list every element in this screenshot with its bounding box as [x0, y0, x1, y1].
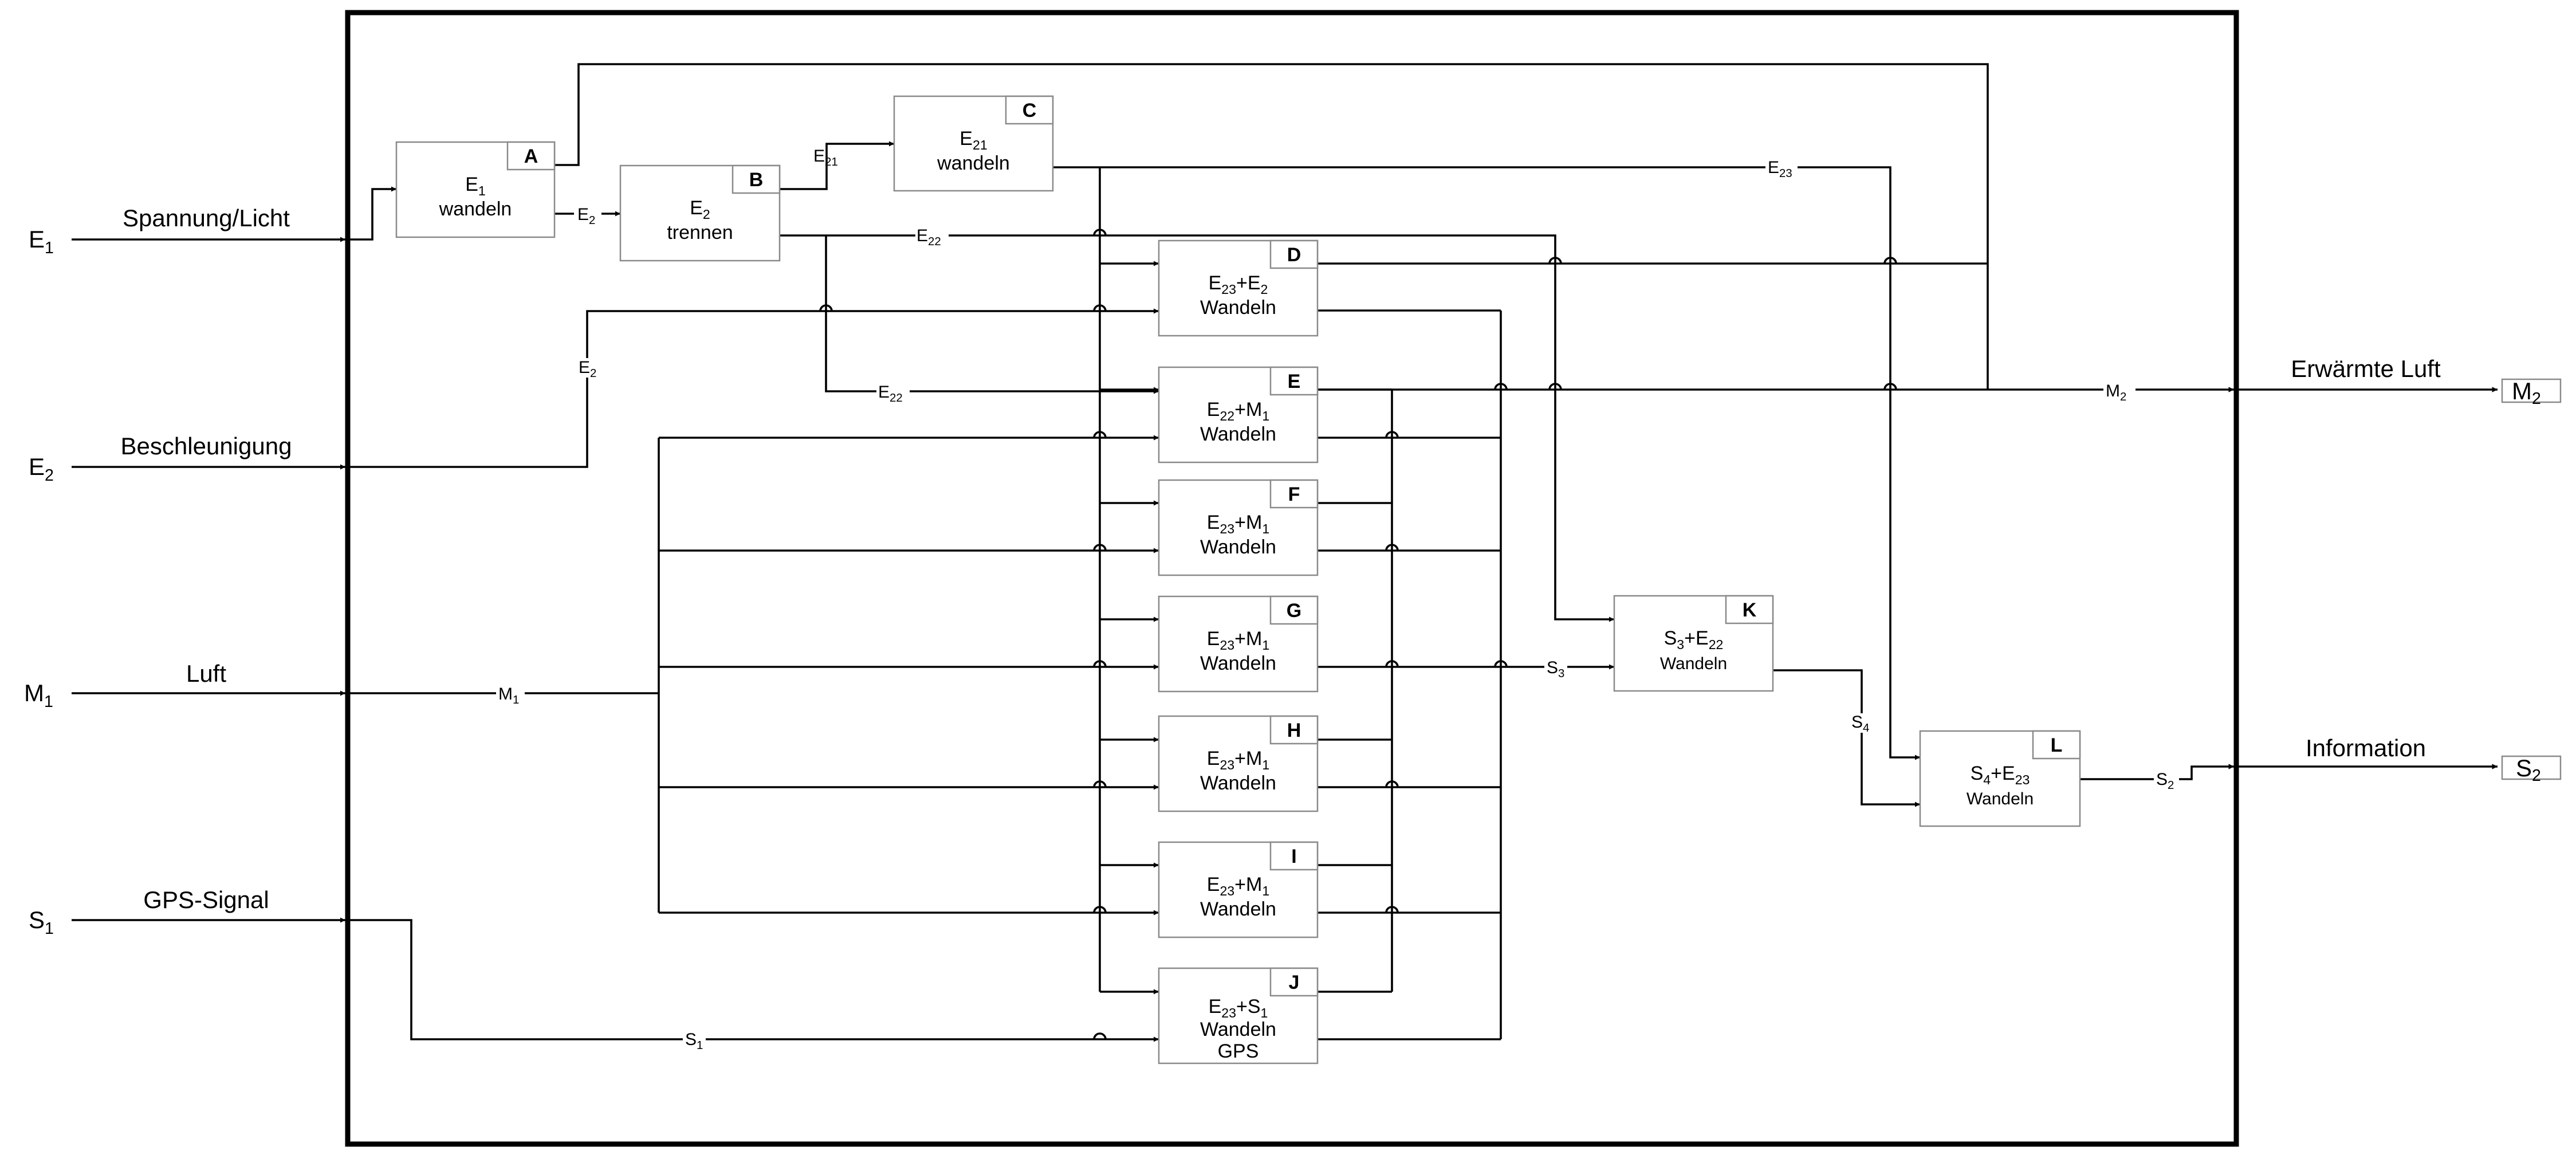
block-tag-box — [2032, 730, 2081, 760]
block-verb: Wandeln — [1200, 536, 1276, 558]
block-tag: D — [1287, 244, 1301, 266]
block-formula: E2 — [690, 197, 710, 222]
output-label-m2: Erwärmte Luft — [2291, 355, 2441, 382]
block-tag-box — [1725, 595, 1774, 624]
input-label-m1: Luft — [186, 660, 226, 687]
block-verb: Wandeln — [1200, 653, 1276, 674]
block-formula: E23+M1 — [1207, 874, 1269, 898]
block-tag-box — [1269, 841, 1319, 871]
block-verb: Wandeln — [1200, 898, 1276, 920]
block-tag: G — [1287, 600, 1301, 622]
flow-label-s1: S1 — [685, 1030, 703, 1052]
block-tag: E — [1288, 371, 1301, 392]
output-box-s2 — [2501, 755, 2562, 780]
block-tag-box — [1269, 967, 1319, 997]
block-verb: trennen — [667, 222, 733, 243]
input-signal-m1: M1 — [24, 679, 53, 711]
block-tag-box — [1269, 366, 1319, 396]
output-label-s2: Information — [2306, 734, 2426, 761]
block-formula: E23+M1 — [1207, 512, 1269, 536]
flow-label-s4: S4 — [1851, 713, 1869, 734]
block-formula: E22+M1 — [1207, 399, 1269, 423]
flow-labels: E2 E21 E23 E22 E2 E22 M2 M1 S3 S4 S2 S1 — [496, 147, 2179, 1052]
input-signal-e2: E2 — [29, 453, 54, 485]
output-signals: Erwärmte Luft M2 Information S2 — [2291, 355, 2562, 785]
block-tag: I — [1291, 846, 1296, 867]
input-label-e1: Spannung/Licht — [123, 205, 290, 231]
output-signal-m2: M2 — [2512, 378, 2541, 408]
block-formula: E23+M1 — [1207, 628, 1269, 653]
block-extra: GPS — [1218, 1040, 1259, 1062]
block-verb: wandeln — [439, 198, 512, 220]
block-formula: E1 — [465, 174, 486, 198]
block-formula: S3+E22 — [1664, 627, 1724, 652]
flow-label-e2-ab: E2 — [577, 205, 595, 227]
input-label-e2: Beschleunigung — [121, 433, 292, 459]
block-tag: J — [1289, 972, 1300, 993]
flow-label-m1: M1 — [498, 685, 519, 706]
block-tag: B — [749, 169, 764, 191]
block-formula: S4+E23 — [1971, 763, 2030, 787]
block-tag: H — [1287, 720, 1301, 741]
output-signal-s2: S2 — [2516, 755, 2541, 785]
block-tag: L — [2051, 734, 2063, 756]
block-verb: Wandeln — [1967, 789, 2034, 808]
input-label-s1: GPS-Signal — [143, 886, 269, 913]
flow-label-e2-vertical: E2 — [579, 358, 596, 380]
block-formula: E23+M1 — [1207, 748, 1269, 772]
block-tag: F — [1288, 484, 1300, 505]
block-verb: Wandeln — [1200, 297, 1276, 319]
block-tag: K — [1743, 599, 1757, 621]
line-crossings — [819, 229, 1897, 1040]
input-signals: E1 Spannung/Licht E2 Beschleunigung M1 L… — [24, 205, 292, 938]
block-tag-box — [1269, 595, 1319, 625]
output-box-m2 — [2501, 378, 2562, 403]
block-tag-box — [731, 164, 781, 194]
input-signal-e1: E1 — [29, 226, 54, 257]
block-verb: Wandeln — [1200, 1019, 1276, 1040]
flow-label-s3: S3 — [1547, 658, 1564, 680]
system-boundary — [345, 10, 2239, 1147]
block-tag-box — [506, 141, 556, 171]
flow-label-e23-top: E23 — [1768, 158, 1792, 180]
block-tag: C — [1022, 100, 1037, 121]
block-verb: wandeln — [937, 152, 1010, 174]
function-blocks: AE1wandelnBE2trennenCE21wandelnDE23+E2Wa… — [395, 95, 2081, 1064]
block-tag: A — [524, 146, 538, 167]
input-signal-s1: S1 — [29, 906, 54, 938]
flow-label-e22-low: E22 — [878, 383, 903, 404]
block-tag-box — [1269, 239, 1319, 269]
flow-label-m2: M2 — [2106, 382, 2126, 403]
block-tag-box — [1005, 95, 1054, 125]
block-tag-box — [1269, 479, 1319, 509]
block-verb: Wandeln — [1200, 423, 1276, 445]
flow-label-s2: S2 — [2156, 770, 2174, 792]
block-formula: E23+E2 — [1209, 272, 1268, 297]
block-formula: E21 — [959, 128, 987, 152]
block-verb: Wandeln — [1660, 654, 1727, 673]
flow-label-e22-top: E22 — [917, 226, 941, 248]
block-verb: Wandeln — [1200, 772, 1276, 794]
block-formula: E23+S1 — [1209, 996, 1268, 1020]
flow-label-e21: E21 — [813, 147, 838, 168]
block-tag-box — [1269, 715, 1319, 745]
